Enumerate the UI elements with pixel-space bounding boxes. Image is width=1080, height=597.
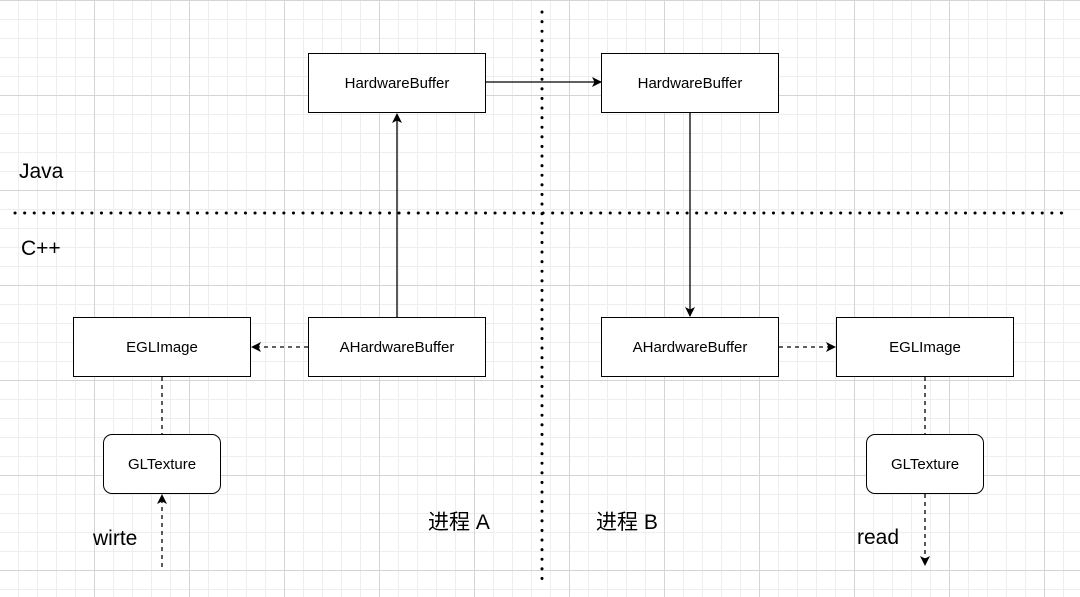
process-a-gltexture-node: GLTexture: [103, 434, 221, 494]
process-b-hardwarebuffer-node: HardwareBuffer: [601, 53, 779, 113]
write-label: wirte: [93, 527, 138, 550]
process-b-gltexture-node: GLTexture: [866, 434, 984, 494]
process-b-label: 进程 B: [596, 511, 658, 534]
process-a-hardwarebuffer-node: HardwareBuffer: [308, 53, 486, 113]
process-a-ahardwarebuffer-node: AHardwareBuffer: [308, 317, 486, 377]
process-a-label: 进程 A: [428, 511, 490, 534]
cpp-layer-label: C++: [21, 237, 61, 260]
process-b-eglimage-node: EGLImage: [836, 317, 1014, 377]
process-a-eglimage-node: EGLImage: [73, 317, 251, 377]
process-b-ahardwarebuffer-node: AHardwareBuffer: [601, 317, 779, 377]
java-layer-label: Java: [19, 160, 64, 183]
read-label: read: [857, 526, 900, 549]
